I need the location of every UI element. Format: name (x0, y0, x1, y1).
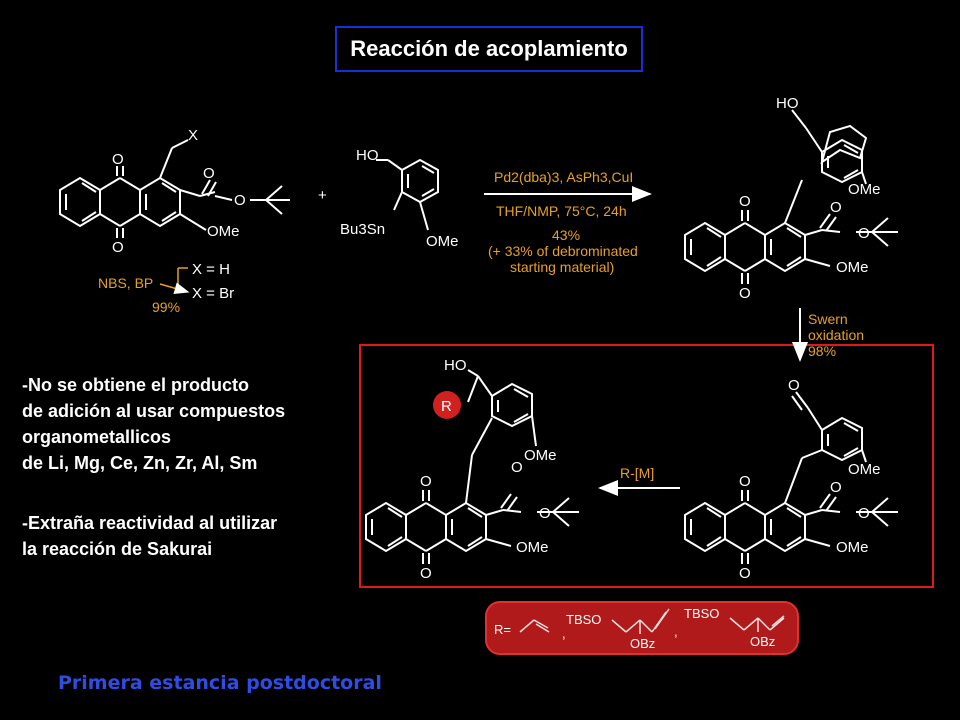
atom-label: OMe (836, 259, 869, 276)
r-label: R (441, 398, 452, 415)
atom-label: O (788, 377, 800, 394)
r-equals-label: R= (494, 622, 511, 637)
coupled-product (684, 109, 898, 284)
atom-label: O (203, 165, 215, 182)
atom-label: O (739, 565, 751, 582)
reagents-line-1: Pd2(dba)3, AsPh3,CuI (494, 169, 633, 185)
note-1: -No se obtiene el producto de adición al… (22, 372, 285, 476)
atom-label: OMe (516, 539, 549, 556)
atom-label: O (112, 151, 124, 168)
comma-2: , (674, 624, 678, 639)
atom-label: OMe (848, 181, 881, 198)
atom-label: HO (776, 95, 799, 112)
note-2-line-2: la reacción de Sakurai (22, 539, 213, 559)
footer-caption: Primera estancia postdoctoral (58, 672, 382, 694)
atom-label: OMe (524, 447, 557, 464)
atom-label: O (739, 193, 751, 210)
aldehyde-product (684, 391, 898, 564)
swern-line-1: Swern (808, 311, 848, 327)
reaction-yield: 43% (552, 227, 580, 243)
note-2-line-1: -Extraña reactividad al utilizar (22, 513, 278, 533)
slide-title: Reacción de acoplamiento (350, 36, 628, 61)
r-group-badge (485, 601, 799, 655)
r-group-lines (519, 608, 785, 634)
atom-label: HO (444, 357, 467, 374)
obz-label-2: OBz (750, 634, 775, 649)
nbs-yield: 99% (152, 299, 180, 315)
r-circle (433, 391, 461, 419)
atom-label: OMe (848, 461, 881, 478)
note-1-line-2: de adición al usar compuestos (22, 401, 286, 421)
tbso-label-1: TBSO (566, 612, 601, 627)
atom-label: O (858, 505, 870, 522)
reagents-line-2: THF/NMP, 75°C, 24h (496, 203, 627, 219)
atom-label: OMe (207, 223, 240, 240)
nbs-bracket (159, 267, 190, 295)
comma-1: , (562, 626, 566, 641)
atom-label: OMe (836, 539, 869, 556)
title-box: Reacción de acoplamiento (335, 26, 643, 72)
addition-product (365, 369, 579, 564)
atom-label: O (830, 479, 842, 496)
atom-label: O (511, 459, 523, 476)
side-note-1: (+ 33% of debrominated (488, 243, 638, 259)
x-equals-h: X = H (192, 261, 230, 278)
product-box (359, 344, 934, 588)
atom-label: O (830, 199, 842, 216)
organometal-label: R-[M] (620, 465, 654, 481)
atom-label: O (420, 473, 432, 490)
side-note-2: starting material) (510, 259, 614, 275)
note-1-line-1: -No se obtiene el producto (22, 375, 250, 395)
atom-label: OMe (426, 233, 459, 250)
atom-label: X (188, 127, 198, 144)
obz-label-1: OBz (630, 636, 655, 651)
swern-line-2: oxidation (808, 327, 864, 343)
atom-label: HO (356, 147, 379, 164)
tbso-label-2: TBSO (684, 606, 719, 621)
atom-label: O (739, 473, 751, 490)
anthraquinone-start (59, 139, 290, 238)
atom-label: O (112, 239, 124, 256)
nbs-label: NBS, BP (98, 275, 153, 291)
atom-label: O (234, 192, 246, 209)
atom-label: O (420, 565, 432, 582)
atom-label: O (539, 505, 551, 522)
atom-label: O (739, 285, 751, 302)
note-1-line-3: organometallicos (22, 427, 172, 447)
swern-yield: 98% (808, 343, 836, 359)
plus-sign: + (318, 187, 327, 204)
atom-label: O (858, 225, 870, 242)
note-1-line-4: de Li, Mg, Ce, Zn, Zr, Al, Sm (22, 453, 258, 473)
note-2: -Extraña reactividad al utilizar la reac… (22, 510, 277, 562)
x-equals-br: X = Br (192, 285, 234, 302)
stannane-reagent (376, 158, 439, 231)
atom-label: Bu3Sn (340, 221, 385, 238)
